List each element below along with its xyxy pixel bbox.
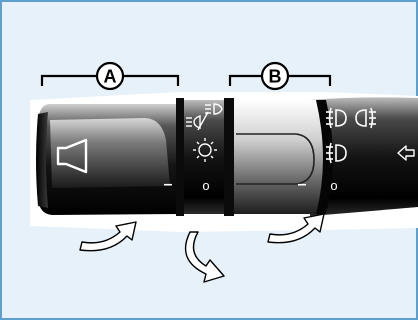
fog-light-icon [326,142,347,164]
callout-a: A [40,61,180,91]
rotate-arrow-icon [79,213,325,283]
switch-b-grip [236,133,315,185]
marker-b-off: – [298,176,307,193]
rotate-arrow-b [267,213,325,244]
marker-fog-off: o [330,178,337,193]
horn-icon [56,138,88,174]
callout-b-label: B [269,67,282,87]
arrow-left-icon [397,145,415,161]
callout-a-label: A [104,67,117,87]
switch-b-body [234,100,324,214]
stalk-body [310,97,418,216]
switch-a-cap [36,112,48,208]
front-fog-light-icon [326,107,347,129]
separator-ring-1 [176,98,184,216]
headlight-icon [205,103,223,115]
horn-pad [50,118,170,188]
light-ring [184,100,226,214]
parking-light-icon [186,111,209,131]
separator-ring-3 [316,100,333,214]
sun-light-icon [193,138,217,162]
rotate-arrow-a [79,221,137,252]
marker-light-off: o [202,178,209,193]
separator-ring-2 [224,98,234,216]
rear-fog-light-icon [355,107,376,129]
rotate-arrow-light [184,231,225,283]
callout-b: B [228,61,332,91]
marker-a-off: – [164,176,173,193]
